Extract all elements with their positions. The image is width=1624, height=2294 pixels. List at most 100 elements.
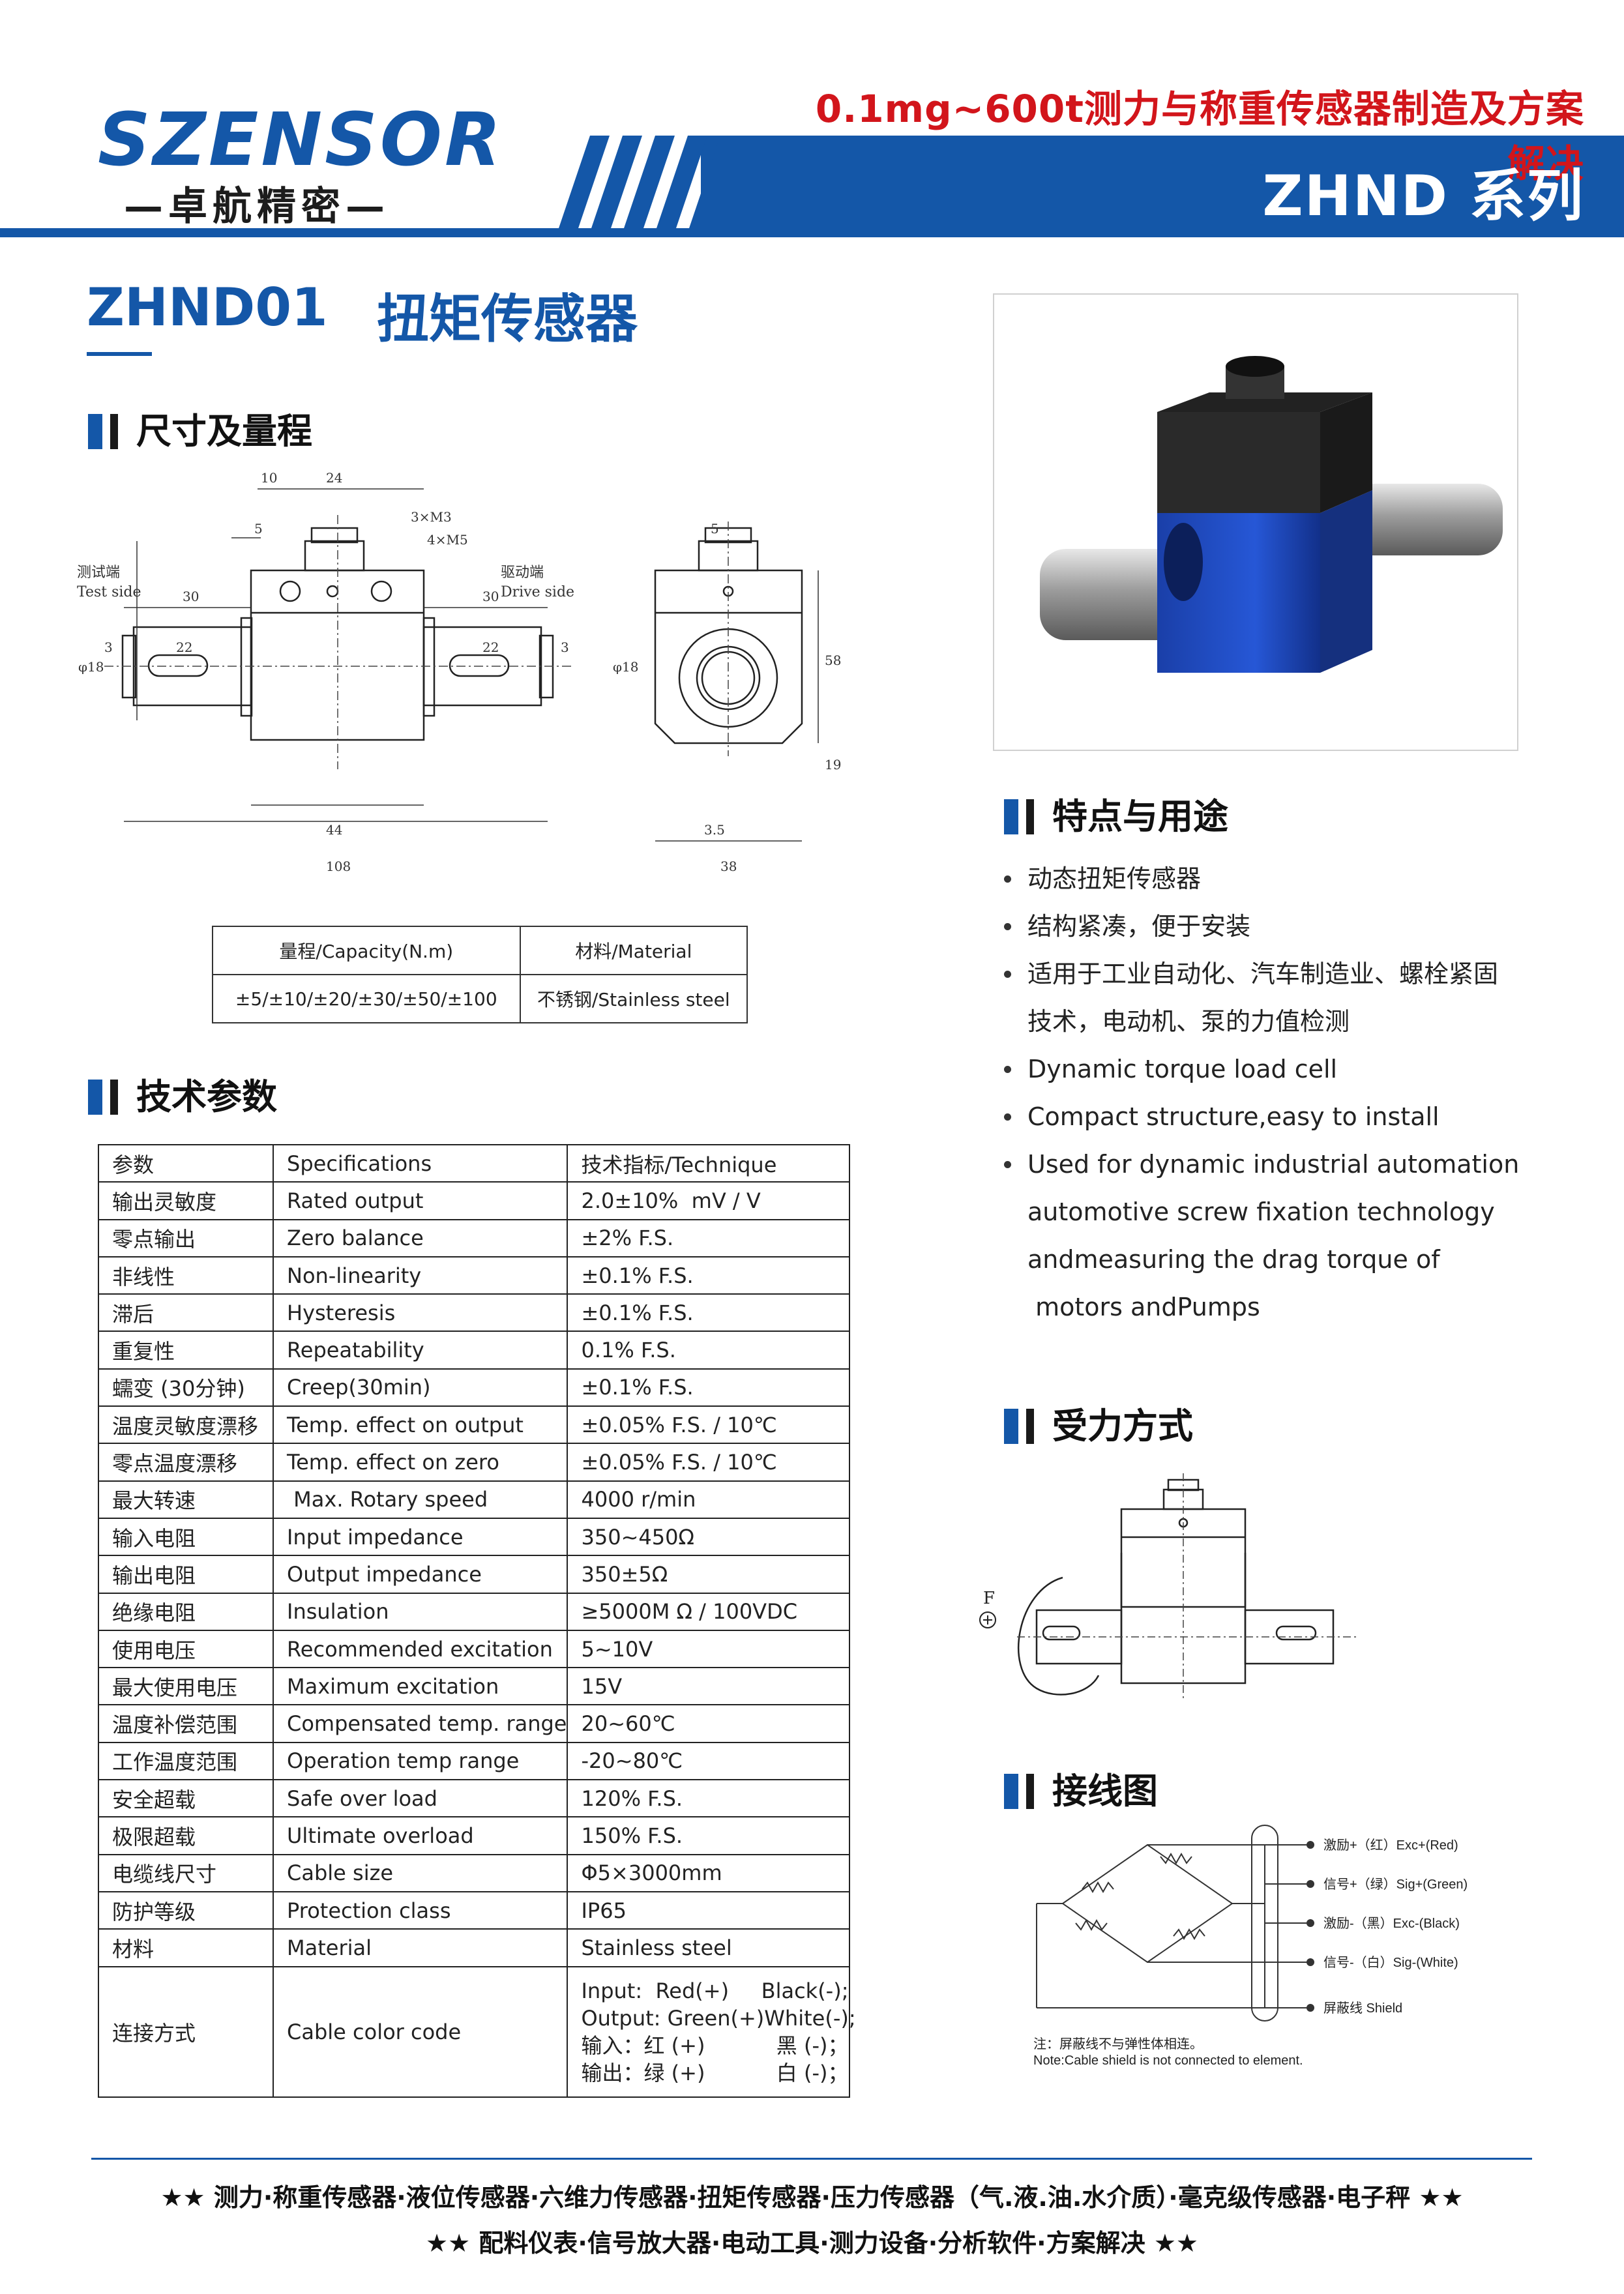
spec-header-tech: 技术指标/Technique [567,1143,850,1183]
section-dimensions: 尺寸及量程 [88,409,312,454]
spec-param-en: Material [272,1928,568,1967]
feature-item: Dynamic torque load cell [1004,1046,1519,1093]
spec-header-param: 参数 [98,1143,274,1183]
section-force: 受力方式 [1004,1404,1193,1449]
spec-param-cn: 非线性 [98,1256,274,1295]
feature-item: 结构紧凑，便于安装 [1004,903,1519,950]
spec-row: 蠕变 (30分钟)Creep(30min)±0.1% F.S. [98,1368,850,1407]
spec-param-en: Non-linearity [272,1256,568,1295]
svg-text:3: 3 [561,640,569,655]
force-diagram: F [979,1473,1356,1701]
spec-param-cn: 重复性 [98,1331,274,1370]
svg-text:3.5: 3.5 [704,822,725,838]
spec-value: ±0.05% F.S. / 10℃ [567,1443,850,1482]
svg-text:30: 30 [183,589,199,604]
spec-header-spec: Specifications [272,1143,568,1183]
spec-param-cn: 滞后 [98,1293,274,1332]
spec-value: 150% F.S. [567,1816,850,1855]
product-photo-frame [993,293,1518,751]
wire-label-sig-minus: 信号-（白）Sig-(White) [1323,1955,1458,1970]
spec-param-cn: 温度灵敏度漂移 [98,1405,274,1445]
footer-rule [91,2158,1532,2160]
spec-param-cn: 安全超载 [98,1779,274,1818]
svg-text:10: 10 [261,470,277,486]
wiring-note-cn: 注：屏蔽线不与弹性体相连。 [1033,2037,1203,2051]
spec-param-cn: 材料 [98,1928,274,1967]
spec-param-cn: 输入电阻 [98,1517,274,1557]
spec-param-en: Cable size [272,1853,568,1892]
spec-param-cn: 最大转速 [98,1480,274,1519]
cable-color-right: 白 (-)； [776,2060,849,2085]
feature-item: 适用于工业自动化、汽车制造业、螺栓紧固 [1004,950,1519,998]
spec-value: ±0.1% F.S. [567,1368,850,1407]
spec-param-en: Safe over load [272,1779,568,1818]
cable-color-left: 输入：红 (+) [581,2033,705,2058]
svg-text:24: 24 [326,470,342,486]
spec-param-en: Compensated temp. range [272,1704,568,1743]
spec-value: ±2% F.S. [567,1218,850,1257]
series-title: ZHND 系列 [1262,164,1584,229]
svg-text:φ18: φ18 [78,659,104,675]
footer-service-line: ★★ 配料仪表·信号放大器·电动工具·测力设备·分析软件·方案解决 ★★ [426,2229,1198,2257]
spec-value: ±0.05% F.S. / 10℃ [567,1405,850,1445]
spec-param-en: Creep(30min) [272,1368,568,1407]
spec-param-cn: 连接方式 [98,1965,274,2098]
spec-param-cn: 极限超载 [98,1816,274,1855]
spec-param-cn: 零点输出 [98,1218,274,1257]
spec-param-cn: 绝缘电阻 [98,1592,274,1631]
svg-text:3×M3: 3×M3 [411,509,452,525]
company-logo: SZENSOR [98,98,504,183]
spec-param-cn: 最大使用电压 [98,1667,274,1706]
material-value: 不锈钢/Stainless steel [519,974,748,1023]
features-list: 动态扭矩传感器 结构紧凑，便于安装 适用于工业自动化、汽车制造业、螺栓紧固 技术… [1004,855,1519,1331]
spec-value: 15V [567,1667,850,1706]
spec-param-en: Temp. effect on zero [272,1443,568,1482]
spec-param-en: Output impedance [272,1555,568,1594]
svg-text:19: 19 [825,757,841,772]
spec-param-en: Recommended excitation [272,1629,568,1669]
wire-label-shield: 屏蔽线 Shield [1323,2001,1402,2016]
force-label: F [983,1589,995,1608]
svg-text:22: 22 [482,640,499,655]
capacity-value: ±5/±10/±20/±30/±50/±100 [212,974,521,1023]
footer-product-line: ★★ 测力·称重传感器·液位传感器·六维力传感器·扭矩传感器·压力传感器（气.液… [160,2183,1464,2212]
product-photo [1040,356,1503,673]
spec-value: 0.1% F.S. [567,1331,850,1370]
spec-value: 4000 r/min [567,1480,850,1519]
header-rule [0,228,1624,237]
cable-color-left: Input: Red(+) [581,1978,730,2003]
capacity-table: 量程/Capacity(N.m) 材料/Material ±5/±10/±20/… [212,926,748,1023]
spec-param-en: Rated output [272,1181,568,1220]
spec-value: 350~450Ω [567,1517,850,1557]
spec-value: IP65 [567,1890,850,1930]
spec-value: Stainless steel [567,1928,850,1967]
spec-param-cn: 零点温度漂移 [98,1443,274,1482]
cable-color-left: 输出：绿 (+) [581,2060,705,2085]
spec-param-en: Ultimate overload [272,1816,568,1855]
company-logo-sub: —卓航精密— [124,184,390,229]
svg-text:108: 108 [326,859,351,874]
product-name: 扭矩传感器 [377,289,638,349]
svg-text:30: 30 [482,589,499,604]
cable-color-right: White(-); [764,2005,856,2031]
spec-param-cn: 蠕变 (30分钟) [98,1368,274,1407]
spec-param-en: Hysteresis [272,1293,568,1332]
spec-value: 5~10V [567,1629,850,1669]
svg-text:38: 38 [720,859,737,874]
spec-value: 2.0±10% mV / V [567,1181,850,1220]
